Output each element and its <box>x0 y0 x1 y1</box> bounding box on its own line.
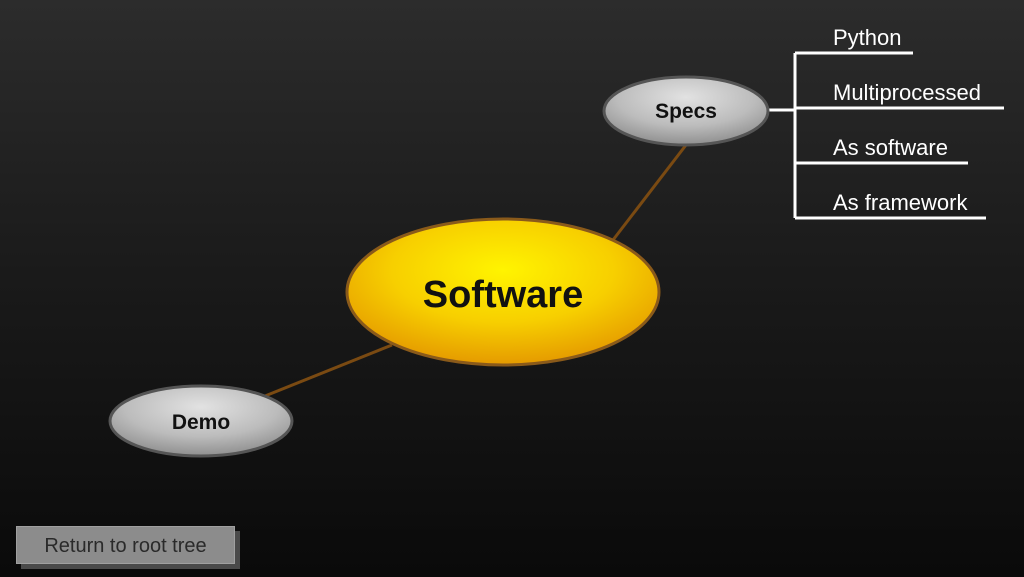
connector-software-demo <box>264 343 393 398</box>
specs-item-python: Python <box>833 25 902 50</box>
specs-list: Python Multiprocessed As software As fra… <box>833 25 981 215</box>
specs-item-as-framework: As framework <box>833 190 968 215</box>
specs-bracket <box>768 51 1004 220</box>
return-to-root-button[interactable]: Return to root tree <box>16 526 235 564</box>
branch-node-demo-label: Demo <box>172 411 230 434</box>
connector-software-specs <box>611 144 688 241</box>
central-node-label: Software <box>423 274 583 316</box>
specs-item-multiprocessed: Multiprocessed <box>833 80 981 105</box>
central-node-software[interactable]: Software <box>345 217 661 367</box>
branch-node-demo[interactable]: Demo <box>108 384 294 458</box>
specs-item-as-software: As software <box>833 135 948 160</box>
branch-node-specs[interactable]: Specs <box>602 75 770 147</box>
branch-node-specs-label: Specs <box>655 100 717 123</box>
